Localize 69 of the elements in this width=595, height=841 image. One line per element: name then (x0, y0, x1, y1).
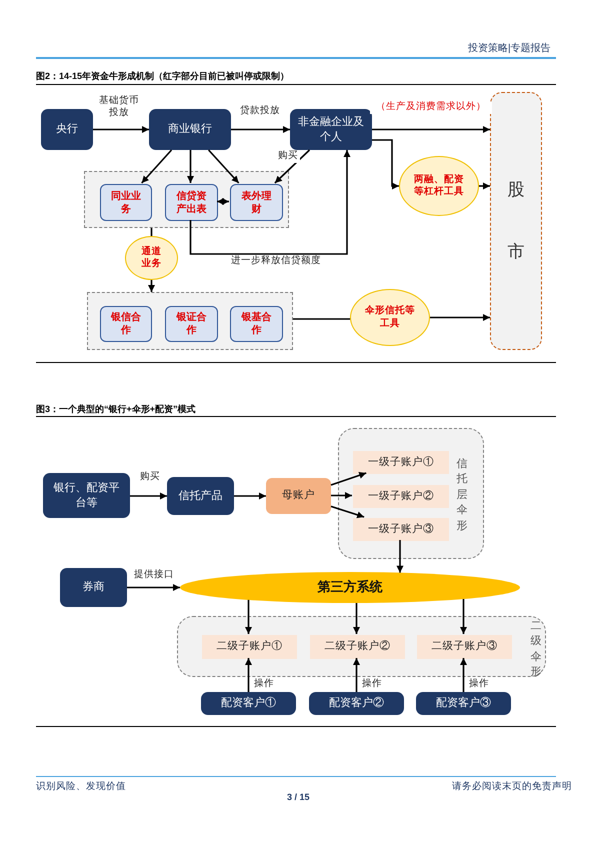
business-box: 同业业务 (100, 184, 152, 221)
arrow (127, 584, 180, 591)
arrow (234, 492, 266, 500)
process-box: 非金融企业及个人 (290, 109, 372, 150)
account-box: 母账户 (266, 478, 331, 514)
page-number: 3 / 15 (287, 792, 310, 802)
process-box: 央行 (41, 109, 93, 150)
connector-line (150, 228, 152, 236)
edge-label: 购买 (276, 151, 300, 163)
footer-text: 识别风险、发现价值 (36, 780, 126, 793)
arrow (331, 492, 352, 499)
arrow (190, 150, 350, 255)
arrow (372, 126, 490, 133)
arrow (93, 126, 149, 133)
business-box: 信贷资产出表 (165, 184, 218, 221)
arrow (460, 658, 467, 692)
stock-market-column: 股市 (490, 92, 542, 350)
process-box: 券商 (60, 568, 127, 607)
arrow (141, 149, 172, 184)
arrow (231, 126, 290, 133)
process-box: 银行、配资平台等 (43, 473, 130, 518)
header-text: 投资策略|专题报告 (468, 42, 551, 55)
arrow (430, 314, 490, 321)
arrow (245, 658, 252, 692)
group-title: 信托层伞形 (456, 457, 468, 534)
ellipse-node: 两融、配资等杠杆工具 (399, 156, 479, 216)
arrow (274, 149, 310, 184)
arrow (245, 600, 252, 634)
arrow (208, 149, 240, 184)
sub-account-box: 一级子账户① (353, 451, 449, 474)
footer-text: 请务必阅读末页的免责声明 (452, 780, 572, 793)
business-box: 银基合作 (230, 306, 283, 342)
process-box: 配资客户① (201, 692, 296, 715)
process-box: 配资客户② (309, 692, 404, 715)
arrow (353, 603, 360, 634)
process-box: 配资客户③ (416, 692, 511, 715)
business-box: 银证合作 (165, 306, 218, 342)
arrow (330, 472, 366, 486)
sub-account-box: 二级子账户① (202, 635, 297, 659)
dashed-group-box (338, 428, 484, 559)
process-box: 商业银行 (149, 109, 231, 150)
arrow (372, 139, 399, 190)
business-box: 表外理财 (230, 184, 283, 221)
arrow (396, 540, 404, 573)
arrow (353, 658, 360, 692)
system-ellipse: 第三方系统 (180, 572, 520, 603)
dashed-group-box (177, 616, 546, 677)
sub-account-box: 二级子账户② (310, 635, 405, 659)
arrow (187, 150, 194, 183)
arrow (479, 182, 490, 190)
figure-title: 图3：一个典型的“银行+伞形+配资”模式 (36, 403, 196, 416)
arrow (148, 280, 155, 292)
business-box: 银信合作 (100, 306, 152, 342)
arrow (130, 492, 167, 500)
ellipse-node: 通道业务 (125, 236, 178, 280)
arrow (217, 198, 229, 205)
edge-label: （生产及消费需求以外） (370, 102, 492, 114)
sub-account-box: 一级子账户② (353, 485, 449, 508)
dashed-group-box (84, 171, 289, 228)
process-box: 信托产品 (167, 477, 234, 515)
sub-account-box: 二级子账户③ (417, 635, 512, 659)
arrow (330, 506, 364, 518)
group-title: 二级伞形 (530, 619, 542, 680)
figure-title: 图2：14-15年资金牛形成机制（红字部分目前已被叫停或限制） (36, 70, 290, 83)
sub-account-box: 一级子账户③ (353, 518, 449, 541)
arrow (460, 599, 467, 634)
dashed-group-box (87, 292, 293, 350)
ellipse-node: 伞形信托等工具 (350, 289, 430, 346)
connector-line (293, 318, 350, 320)
